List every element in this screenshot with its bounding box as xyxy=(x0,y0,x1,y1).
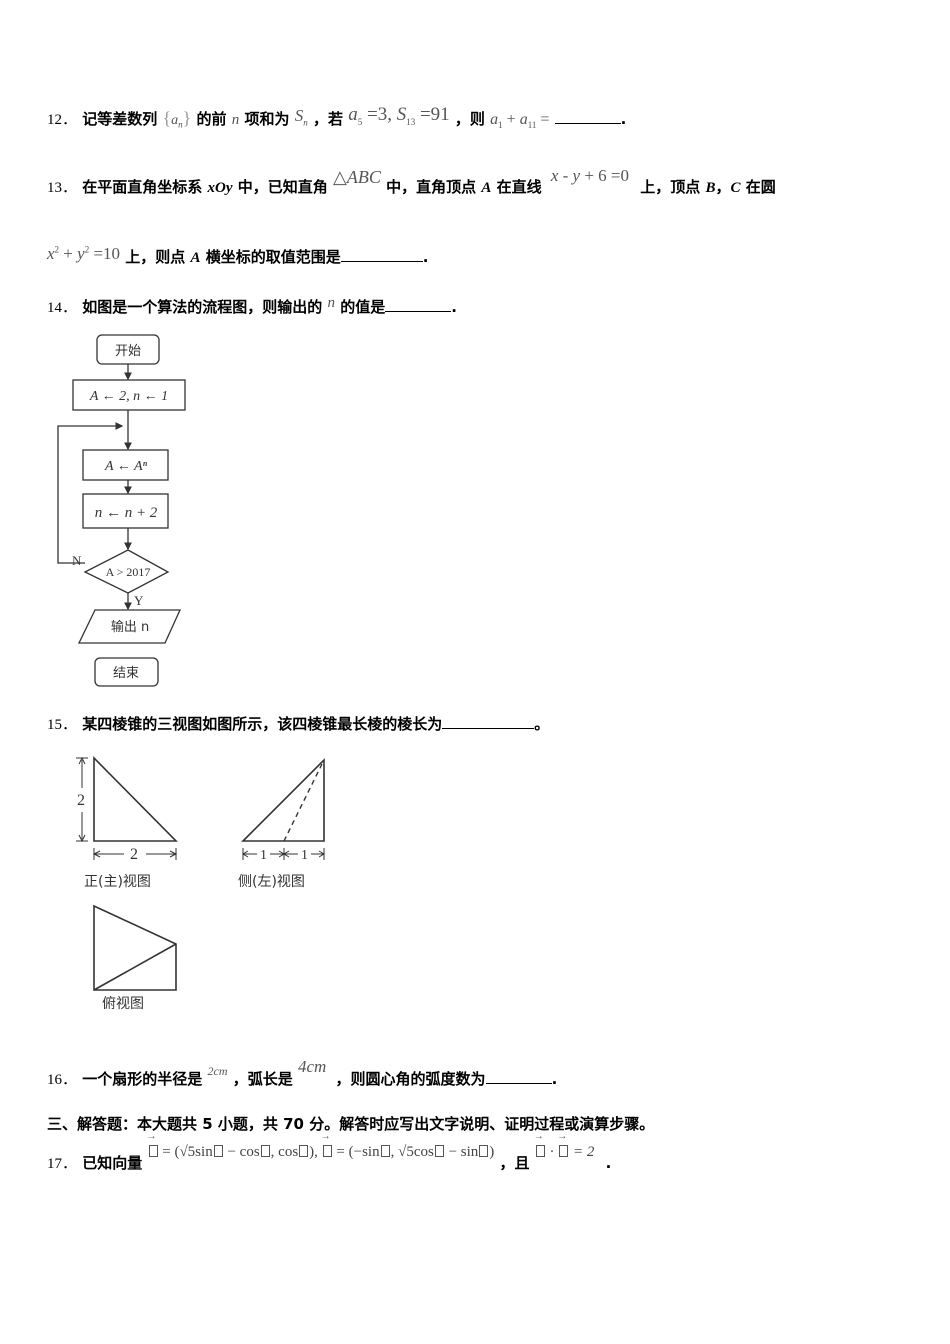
question-12: 12． 记等差数列 {an} 的前 n 项和为 Sn ，若 a5 =3, S13… xyxy=(47,104,627,131)
q12-condition: a5 =3, S13 =91 xyxy=(348,104,450,127)
side-width-2-label: 1 xyxy=(301,848,308,863)
q16-text-1: 一个扇形的半径是 xyxy=(82,1070,203,1088)
flow-condition-label: A > 2017 xyxy=(106,565,151,579)
q12-sequence: {an} xyxy=(162,108,192,130)
flow-yes-label: Y xyxy=(134,593,144,608)
flow-init-label: A ← 2, n ← 1 xyxy=(89,389,168,404)
front-view-triangle xyxy=(93,756,178,842)
question-15: 15． 某四棱锥的三视图如图所示，该四棱锥最长棱的棱长为。 xyxy=(47,714,550,733)
flow-no-label: N xyxy=(72,553,82,568)
q13-A2: A xyxy=(190,250,201,266)
q16-radius: 2cm xyxy=(207,1064,228,1078)
q13-line-equation: x - y + 6 =0 xyxy=(550,166,630,185)
q13-text-7: 上，则点 xyxy=(125,248,186,266)
question-17: 17． 已知向量 = (√5sin − cos, cos), = (−sin, … xyxy=(47,1131,611,1173)
flow-start-label: 开始 xyxy=(115,344,141,359)
q16-arc-length: 4cm xyxy=(297,1057,327,1076)
q12-text-5: ，则 xyxy=(454,110,485,128)
q12-text-3: 项和为 xyxy=(244,110,290,128)
flow-end-label: 结束 xyxy=(113,666,139,681)
q13-text-6: 在圆 xyxy=(745,178,776,196)
q13-text-1: 在平面直角坐标系 xyxy=(82,178,203,196)
front-height-label: 2 xyxy=(77,792,85,809)
q15-answer-blank[interactable] xyxy=(442,714,535,729)
question-number: 13． xyxy=(47,180,78,196)
q13-text-8: 横坐标的取值范围是 xyxy=(205,248,341,266)
q12-Sn: Sn xyxy=(294,106,308,128)
front-width-label: 2 xyxy=(130,846,138,863)
q13-A: A xyxy=(481,180,492,196)
question-number: 12． xyxy=(47,112,78,128)
flow-output-box xyxy=(77,609,182,644)
q13-answer-blank[interactable] xyxy=(340,247,423,262)
q13-circle-equation: x2 + y2 =10 xyxy=(47,244,121,263)
flowchart-figure: 开始 A ← 2, n ← 1 A ← Aⁿ n ← n + 2 A > 201… xyxy=(50,325,210,695)
q17-text-1: 已知向量 xyxy=(82,1154,143,1172)
q17-vector-a-definition: = (√5sin − cos, cos), = (−sin, √5cos − s… xyxy=(147,1131,495,1160)
question-number: 15． xyxy=(47,717,78,733)
flow-output-label: 输出 n xyxy=(111,619,149,635)
vector-b-placeholder-icon xyxy=(322,1145,332,1157)
q13-C: C xyxy=(730,180,741,196)
side-width-1-label: 1 xyxy=(260,848,267,863)
q13-triangle: △ABC xyxy=(332,167,381,187)
question-13-cont: x2 + y2 =10 上，则点 A 横坐标的取值范围是. xyxy=(47,244,429,266)
q13-text-5: 上，顶点 xyxy=(640,178,701,196)
question-number: 17． xyxy=(47,1156,78,1172)
q13-text-2: 中，已知直角 xyxy=(237,178,328,196)
q12-answer-blank[interactable] xyxy=(554,109,621,124)
q16-answer-blank[interactable] xyxy=(485,1069,552,1084)
side-view-triangle xyxy=(241,758,325,842)
q14-text-1: 如图是一个算法的流程图，则输出的 xyxy=(82,298,323,316)
q16-text-3: ，则圆心角的弧度数为 xyxy=(335,1070,486,1088)
flow-step2-box xyxy=(82,493,169,529)
q12-text-2: 的前 xyxy=(196,110,227,128)
question-number: 14． xyxy=(47,300,78,316)
question-16: 16． 一个扇形的半径是 2cm ，弧长是 4cm ，则圆心角的弧度数为. xyxy=(47,1057,558,1088)
flow-init-box xyxy=(72,379,186,411)
q16-text-2: ，弧长是 xyxy=(232,1070,293,1088)
flow-end-box xyxy=(94,657,159,687)
q13-text-3: 中，直角顶点 xyxy=(386,178,477,196)
question-number: 16． xyxy=(47,1072,78,1088)
q12-n: n xyxy=(231,112,240,128)
side-view-label: 侧(左)视图 xyxy=(238,874,305,890)
flow-step2-label: n ← n + 2 xyxy=(95,505,158,521)
front-view-label: 正(主)视图 xyxy=(84,874,151,890)
q14-answer-blank[interactable] xyxy=(385,297,452,312)
q15-text-1: 某四棱锥的三视图如图所示，该四棱锥最长棱的棱长为 xyxy=(82,715,443,733)
q17-text-2: ，且 xyxy=(499,1154,530,1172)
vector-a-placeholder-icon xyxy=(148,1145,158,1157)
q14-n: n xyxy=(327,295,336,311)
q12-expression: a1 + a11 = xyxy=(490,111,550,131)
top-view-shape xyxy=(93,904,177,991)
question-13: 13． 在平面直角坐标系 xOy 中，已知直角 △ABC 中，直角顶点 A 在直… xyxy=(47,166,776,196)
q12-text-1: 记等差数列 xyxy=(82,110,158,128)
q12-text-4: ，若 xyxy=(312,110,343,128)
q13-xOy: xOy xyxy=(207,180,233,196)
question-14: 14． 如图是一个算法的流程图，则输出的 n 的值是. xyxy=(47,295,457,316)
flow-step1-label: A ← Aⁿ xyxy=(104,459,148,474)
top-view-label: 俯视图 xyxy=(102,996,144,1012)
q17-dot-product: · = 2 xyxy=(534,1131,595,1160)
section-3-heading: 三、解答题：本大题共 5 小题，共 70 分。解答时应写出文字说明、证明过程或演… xyxy=(47,1115,655,1133)
three-views-figure: 2 2 1 1 正(主)视图 侧(左)视图 俯视图 xyxy=(60,750,350,1020)
flow-step1-box xyxy=(82,449,169,481)
q13-text-4: 在直线 xyxy=(496,178,542,196)
q14-text-2: 的值是 xyxy=(340,298,386,316)
q13-B: B xyxy=(705,180,716,196)
